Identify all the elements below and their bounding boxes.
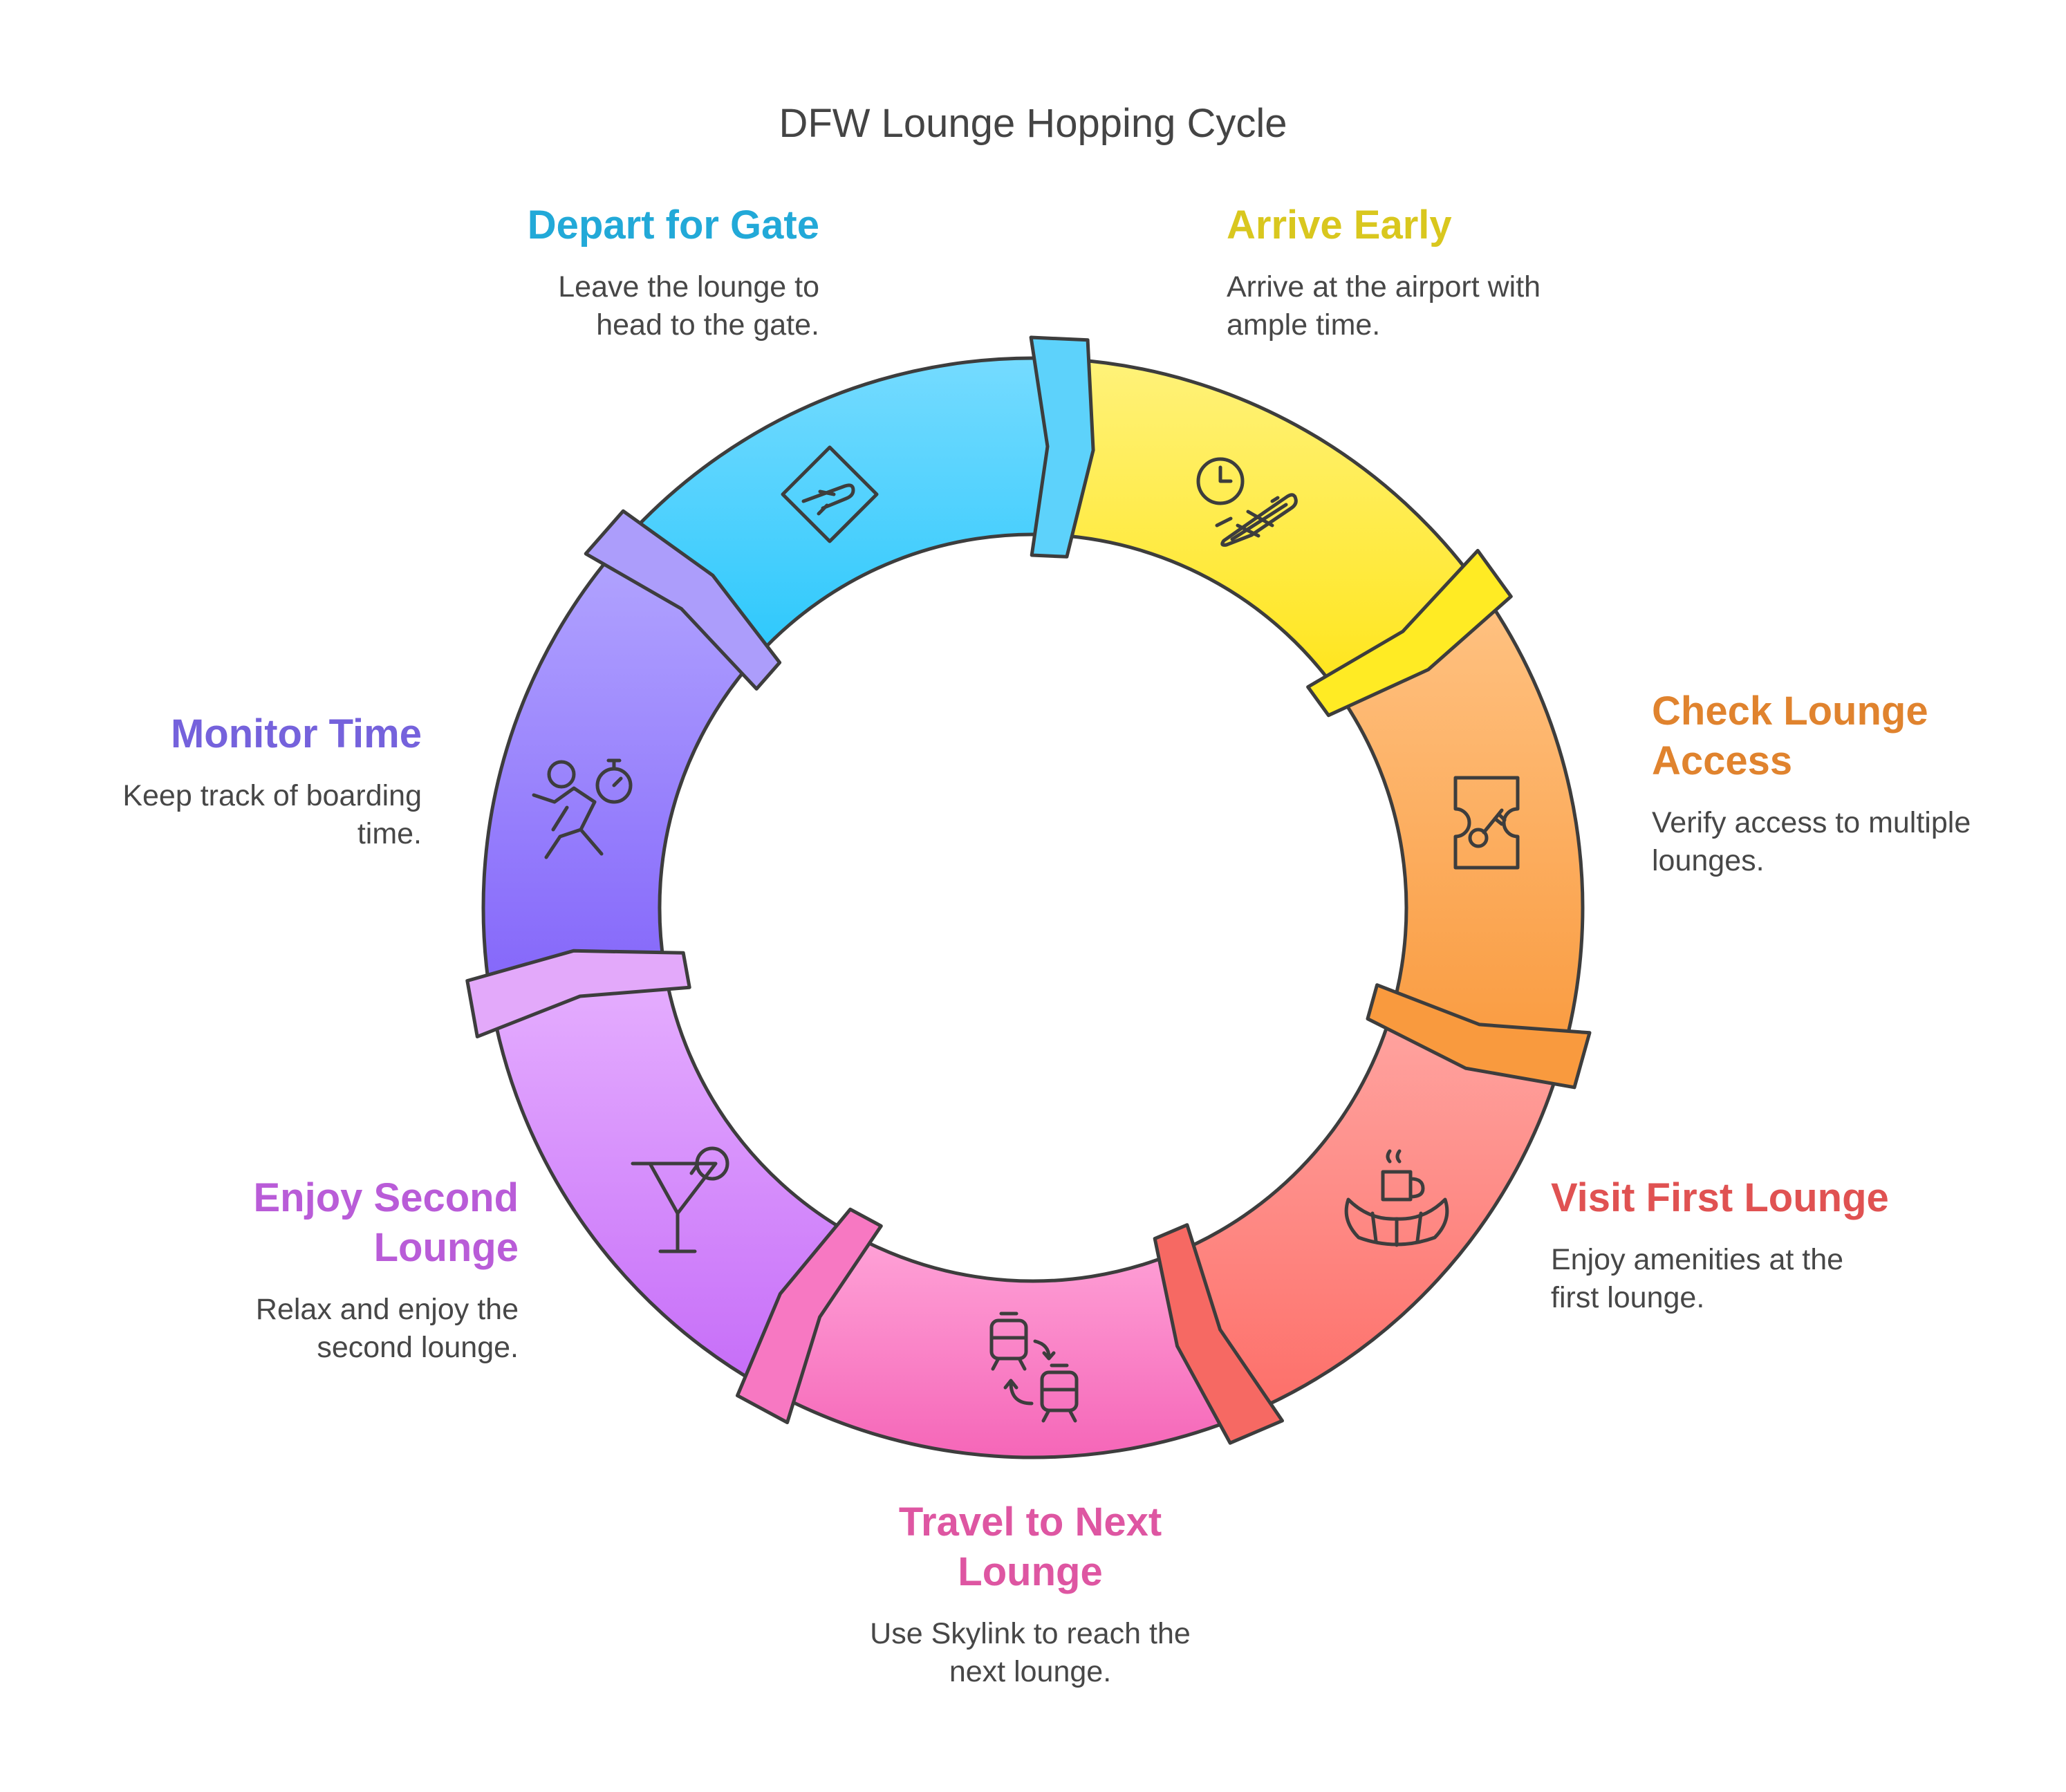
step-description: Enjoy amenities at the first lounge. [1551, 1243, 1844, 1314]
step-arrive-early: Arrive Early Arrive at the airport with … [1227, 200, 1655, 344]
step-monitor-time: Monitor Time Keep track of boarding time… [69, 709, 422, 853]
step-title: Travel to Next Lounge [898, 1500, 1162, 1594]
train-transfer-icon [989, 1312, 1079, 1423]
step-title: Enjoy Second Lounge [253, 1175, 519, 1270]
step-description: Leave the lounge to head to the gate. [558, 270, 819, 342]
step-travel-to-next-lounge: Travel to Next Lounge Use Skylink to rea… [823, 1497, 1238, 1691]
step-description: Keep track of boarding time. [122, 779, 422, 850]
segment-tab [584, 509, 782, 691]
running-stopwatch-icon [532, 758, 633, 859]
key-ticket-icon [1453, 776, 1520, 870]
diagram-title: DFW Lounge Hopping Cycle [779, 101, 1287, 146]
step-title: Monitor Time [170, 711, 422, 756]
segment-tab [465, 949, 691, 1038]
step-title: Arrive Early [1227, 203, 1452, 248]
step-description: Arrive at the airport with ample time. [1227, 270, 1541, 342]
clock-airplane-icon [1196, 457, 1298, 547]
step-description: Verify access to multiple lounges. [1652, 806, 1971, 877]
step-check-lounge-access: Check Lounge Access Verify access to mul… [1652, 687, 2066, 880]
step-depart-for-gate: Depart for Gate Leave the lounge to head… [391, 200, 819, 344]
segment-tab [1029, 335, 1095, 559]
segment-tab [1306, 548, 1513, 718]
step-description: Relax and enjoy the second lounge. [255, 1293, 519, 1364]
coffee-croissant-icon [1344, 1149, 1449, 1247]
segment-tab [1153, 1223, 1284, 1445]
segment-tab [1366, 983, 1592, 1090]
step-enjoy-second-lounge: Enjoy Second Lounge Relax and enjoy the … [97, 1173, 519, 1367]
step-title: Check Lounge Access [1652, 689, 1928, 783]
step-title: Visit First Lounge [1551, 1175, 1889, 1220]
step-description: Use Skylink to reach the next lounge. [870, 1617, 1191, 1688]
cocktail-icon [631, 1146, 729, 1253]
segment-tab [736, 1207, 883, 1424]
departure-sign-icon [781, 445, 879, 543]
step-title: Depart for Gate [527, 203, 819, 248]
step-visit-first-lounge: Visit First Lounge Enjoy amenities at th… [1551, 1173, 1980, 1317]
